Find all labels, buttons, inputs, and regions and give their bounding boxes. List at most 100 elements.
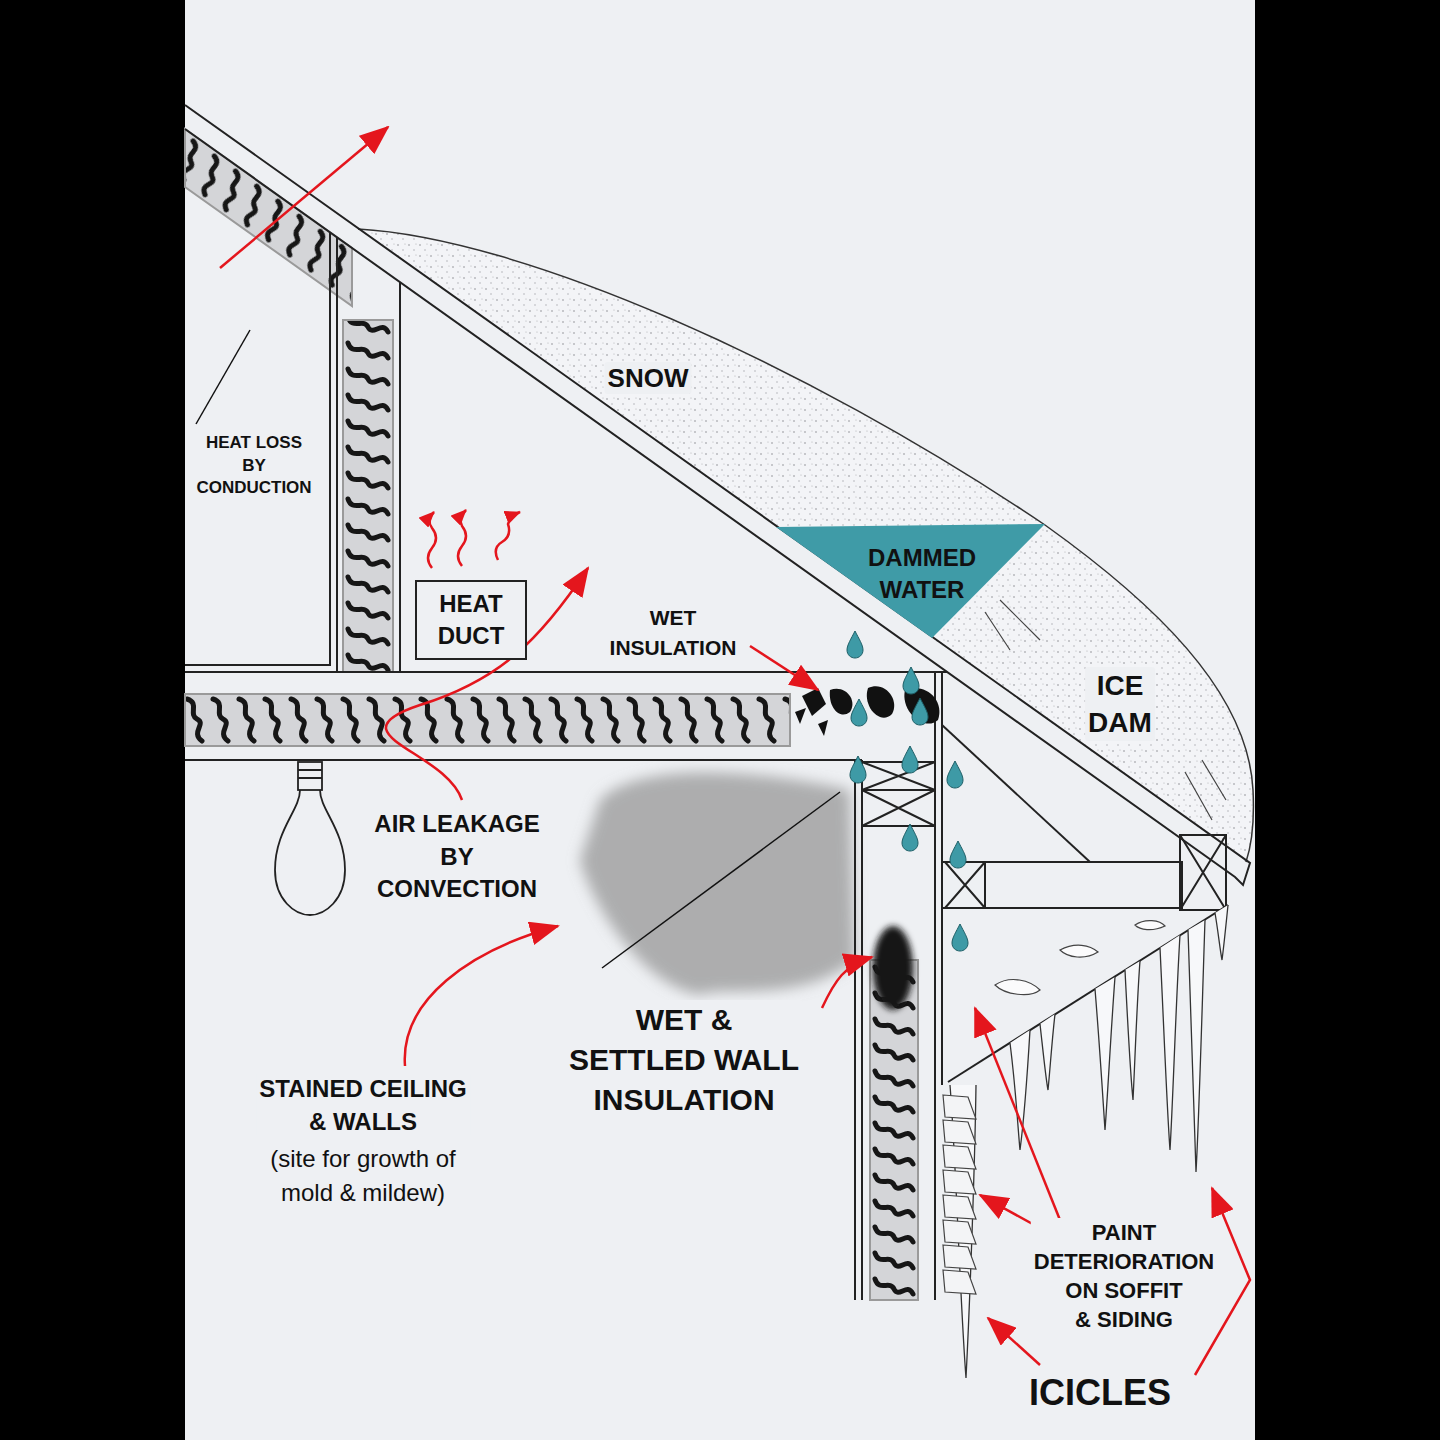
ice-dam-label: ICE DAM	[1085, 667, 1155, 741]
light-bulb	[275, 790, 345, 915]
text-line: mold & mildew)	[270, 1176, 455, 1210]
red-arrow	[386, 568, 588, 800]
soffit-damage	[1135, 921, 1165, 930]
wet-insulation	[802, 688, 826, 716]
framing	[855, 672, 942, 1300]
siding	[943, 1145, 976, 1169]
node-text: HEAT DUCT	[438, 588, 505, 652]
siding	[943, 1195, 976, 1219]
text-line: ICE	[1088, 667, 1152, 704]
leader-line	[196, 330, 250, 424]
water-drops	[902, 824, 918, 851]
text-line: WET &	[569, 1000, 799, 1040]
text-line: DAMMED	[868, 542, 976, 574]
icicles	[1010, 1030, 1030, 1150]
siding	[943, 1095, 976, 1294]
framing	[399, 282, 401, 672]
text-line: BY	[196, 455, 311, 478]
callout-label: WET & SETTLED WALL INSULATION	[566, 1000, 802, 1120]
callout-label: ICICLES	[1026, 1371, 1174, 1415]
text-line: (site for growth of	[270, 1142, 455, 1176]
callout-label: PAINT DETERIORATION ON SOFFIT & SIDING	[1031, 1218, 1217, 1334]
text-line: STAINED CEILING	[259, 1072, 467, 1105]
framing	[185, 759, 862, 761]
framing	[862, 762, 935, 790]
dammed-water-region: DAMMED WATER	[772, 520, 1047, 642]
framing	[942, 725, 1090, 862]
siding	[943, 1270, 976, 1294]
water-drops	[912, 698, 928, 725]
insulation	[185, 694, 790, 746]
wet-wall-insulation	[873, 926, 913, 1010]
red-arrow	[405, 926, 558, 1066]
framing	[185, 671, 947, 673]
light-bulb	[298, 762, 322, 790]
icicles	[1040, 1014, 1055, 1090]
red-arrow	[458, 510, 466, 566]
soffit-damage	[995, 921, 1165, 995]
siding	[943, 1170, 976, 1194]
icicles	[1125, 961, 1140, 1100]
leader-line	[196, 330, 840, 968]
water-drops	[851, 699, 867, 726]
siding	[943, 1220, 976, 1244]
insulation	[185, 129, 352, 306]
framing	[945, 862, 985, 908]
insulation	[185, 129, 918, 1300]
insulation	[343, 320, 393, 672]
framing	[862, 790, 935, 826]
snow	[985, 600, 1226, 820]
leader-line	[602, 792, 840, 968]
framing	[1180, 835, 1226, 910]
text-line: ON SOFFIT	[1034, 1276, 1214, 1305]
text-line: HEAT	[438, 588, 505, 620]
red-arrow	[750, 646, 818, 690]
insulation	[870, 960, 918, 1300]
text-line: DETERIORATION	[1034, 1247, 1214, 1276]
text-line: DUCT	[438, 620, 505, 652]
callout-label: STAINED CEILING & WALLS	[256, 1072, 470, 1138]
text-line: & WALLS	[259, 1105, 467, 1138]
icicles	[1215, 905, 1228, 960]
text-line: PAINT	[1034, 1218, 1214, 1247]
framing	[336, 237, 338, 672]
duct-box: HEAT DUCT	[415, 580, 527, 660]
soffit-damage	[995, 980, 1040, 995]
text-line: DAM	[1088, 704, 1152, 741]
wet-wall-insulation	[873, 926, 913, 1010]
note-label: (site for growth of mold & mildew)	[267, 1142, 458, 1210]
callout-label: AIR LEAKAGE BY CONVECTION	[371, 808, 542, 906]
node-text: DAMMED WATER	[868, 542, 976, 606]
callout-label: WET INSULATION	[607, 603, 740, 663]
siding	[943, 1120, 976, 1144]
light-bulb	[298, 770, 322, 778]
water-drops	[952, 924, 968, 951]
soffit-damage	[1060, 945, 1098, 957]
water-drops	[950, 841, 966, 868]
wet-insulation	[830, 689, 853, 715]
ground	[185, 0, 1255, 1440]
text-line: BY	[374, 841, 539, 874]
red-arrow	[220, 127, 388, 268]
text-line: SNOW	[608, 362, 689, 394]
icicles	[1095, 977, 1115, 1130]
red-arrow	[428, 512, 436, 568]
water-shape	[776, 524, 1045, 638]
red-arrow	[220, 127, 1250, 1375]
stain	[580, 773, 855, 996]
stain	[580, 773, 855, 996]
text-line: WATER	[868, 574, 976, 606]
snow-label: SNOW	[605, 362, 692, 394]
water-drops	[847, 631, 863, 658]
water-drops	[947, 761, 963, 788]
framing	[185, 105, 1250, 885]
framing	[862, 790, 935, 826]
water-drops	[903, 667, 919, 694]
framing	[1180, 835, 1226, 910]
callout-label: HEAT LOSS BY CONDUCTION	[193, 432, 314, 500]
icicles	[1188, 920, 1205, 1172]
siding	[943, 1095, 976, 1119]
text-line: SETTLED WALL	[569, 1040, 799, 1080]
